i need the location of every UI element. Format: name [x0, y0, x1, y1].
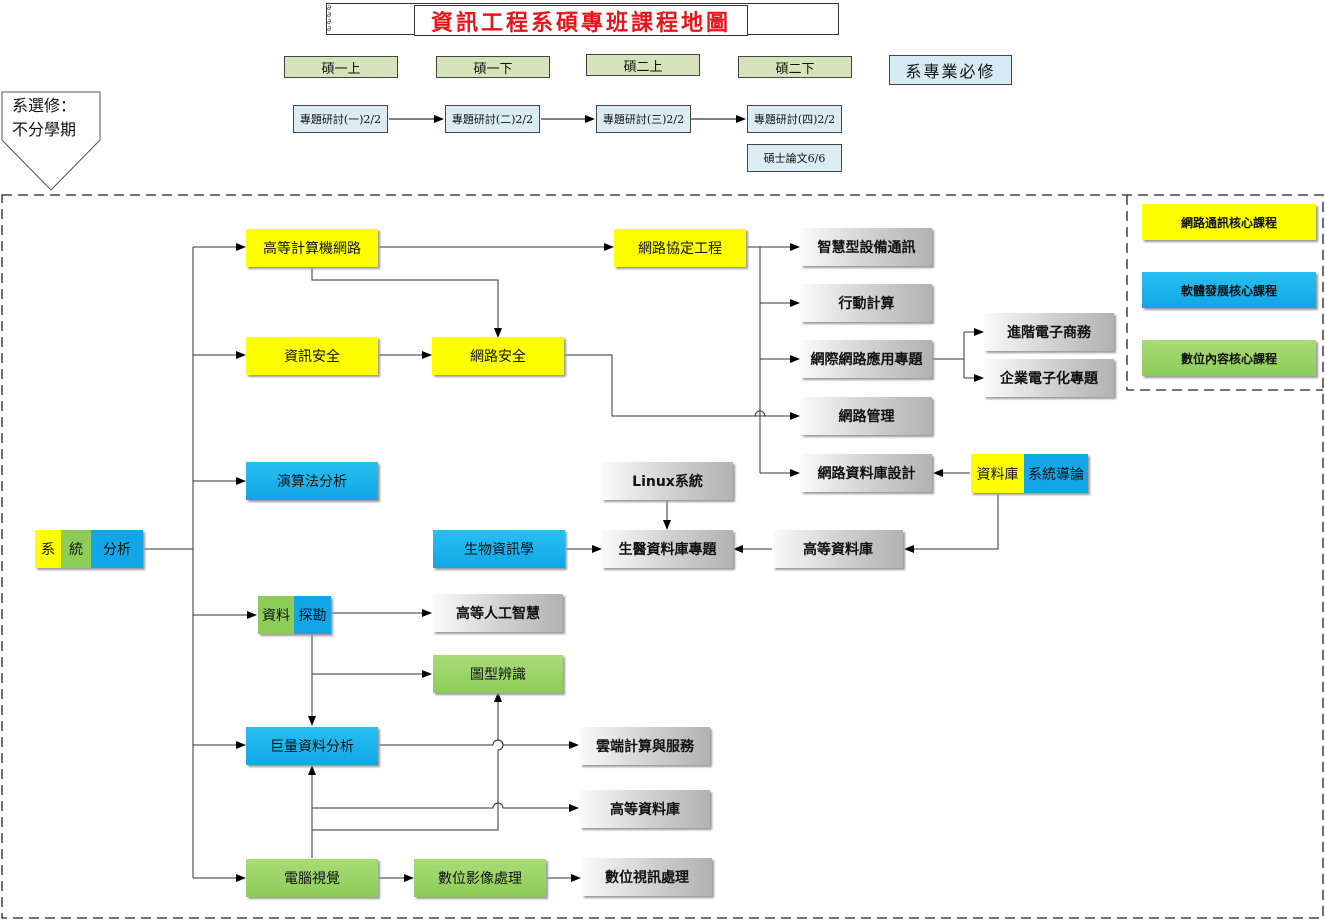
course-data-mining[interactable]: 資料 探勘	[258, 596, 331, 634]
course-adv-ai[interactable]: 高等人工智慧	[433, 594, 563, 632]
seminar-1[interactable]: 專題研討(一)2/2	[293, 105, 388, 133]
elective-label: 系選修： 不分學期	[12, 94, 76, 142]
semester-3: 碩二上	[586, 54, 700, 76]
course-advanced-network[interactable]: 高等計算機網路	[246, 229, 378, 267]
course-image-proc[interactable]: 數位影像處理	[414, 859, 546, 897]
legend-network: 網路通訊核心課程	[1142, 204, 1316, 240]
elective-label-line2: 不分學期	[12, 120, 77, 139]
course-linux[interactable]: Linux系統	[602, 462, 733, 500]
dm-seg-2: 探勘	[294, 596, 331, 634]
course-cloud[interactable]: 雲端計算與服務	[580, 727, 710, 765]
course-mobile-computing[interactable]: 行動計算	[801, 284, 932, 322]
required-legend: 系專業必修	[889, 55, 1012, 85]
connectors	[143, 243, 999, 882]
course-pattern-rec[interactable]: 圖型辨識	[433, 655, 563, 693]
course-network-db[interactable]: 網路資料庫設計	[801, 454, 932, 492]
seminar-3[interactable]: 專題研討(三)2/2	[596, 105, 691, 133]
elective-pentagon	[1, 91, 101, 191]
semester-2: 碩一下	[436, 56, 550, 78]
course-bioinfo[interactable]: 生物資訊學	[433, 530, 565, 568]
course-big-data[interactable]: 巨量資料分析	[246, 727, 378, 765]
legend-frame	[1126, 195, 1323, 391]
elective-frame	[1, 194, 1324, 919]
seminar-2[interactable]: 專題研討(二)2/2	[445, 105, 540, 133]
legend-software: 軟體發展核心課程	[1142, 272, 1316, 308]
course-enterprise-e[interactable]: 企業電子化專題	[984, 359, 1114, 397]
course-info-security[interactable]: 資訊安全	[246, 337, 378, 375]
root-seg-3: 分析	[91, 530, 143, 568]
course-network-security[interactable]: 網路安全	[432, 337, 564, 375]
course-adv-db[interactable]: 高等資料庫	[773, 530, 903, 568]
root-seg-1: 系	[35, 530, 61, 568]
legend-digital: 數位內容核心課程	[1142, 340, 1316, 376]
root-seg-2: 統	[61, 530, 91, 568]
system-analysis-node[interactable]: 系 統 分析	[35, 530, 143, 568]
course-adv-ecommerce[interactable]: 進階電子商務	[984, 313, 1114, 351]
elective-label-line1: 系選修：	[12, 96, 77, 115]
course-adv-db-2[interactable]: 高等資料庫	[580, 790, 710, 828]
db-intro-seg-1: 資料庫	[971, 454, 1024, 493]
course-db-intro[interactable]: 資料庫 系統導論	[971, 454, 1088, 493]
course-computer-vision[interactable]: 電腦視覺	[246, 859, 378, 897]
course-smart-device[interactable]: 智慧型設備通訊	[801, 228, 932, 266]
db-intro-seg-2: 系統導論	[1024, 454, 1088, 493]
seminar-4[interactable]: 專題研討(四)2/2	[747, 105, 842, 133]
course-biomed-db[interactable]: 生醫資料庫專題	[602, 530, 733, 568]
binder-rings-icon: ∂∂∂∂	[327, 3, 332, 33]
course-network-mgmt[interactable]: 網路管理	[801, 397, 932, 435]
dm-seg-1: 資料	[258, 596, 294, 634]
course-internet-app[interactable]: 網際網路應用專題	[801, 340, 932, 378]
semester-4: 碩二下	[738, 56, 852, 78]
course-protocol-eng[interactable]: 網路協定工程	[614, 229, 746, 267]
course-video-proc[interactable]: 數位視訊處理	[582, 858, 712, 896]
semester-1: 碩一上	[284, 56, 398, 78]
course-algorithm[interactable]: 演算法分析	[246, 462, 378, 500]
page-title: 資訊工程系碩專班課程地圖	[414, 5, 748, 36]
thesis[interactable]: 碩士論文6/6	[747, 144, 842, 172]
